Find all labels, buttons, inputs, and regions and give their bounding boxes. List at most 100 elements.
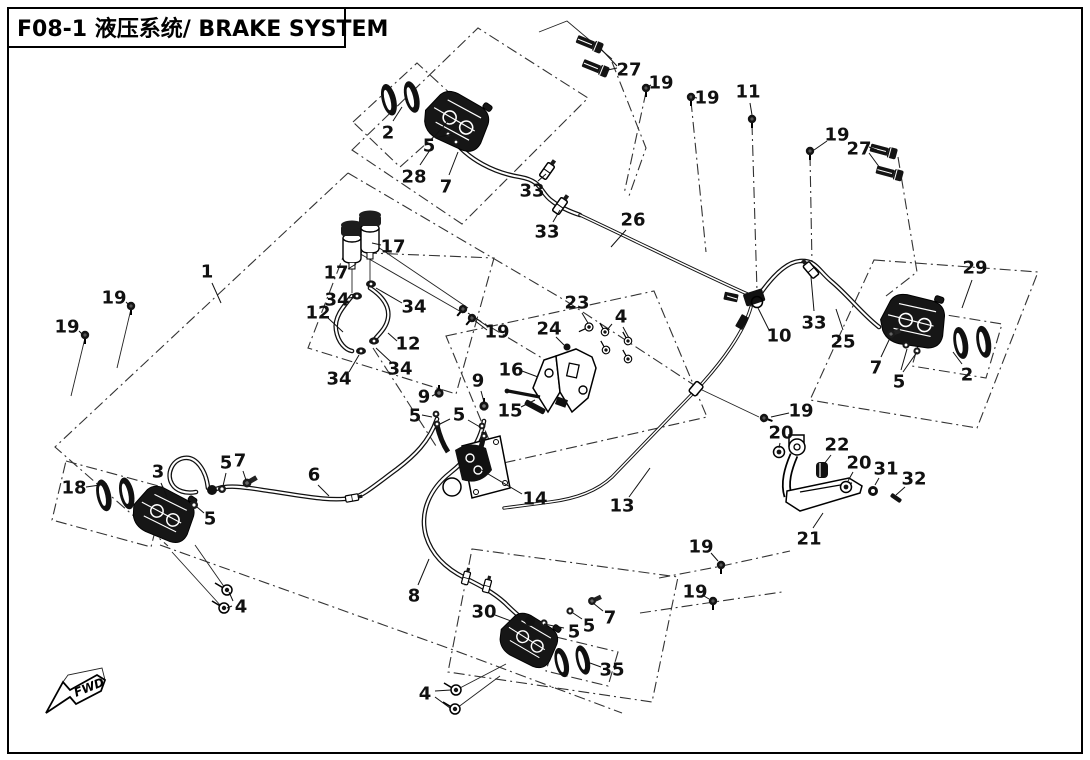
- callout-leader-12: [327, 317, 344, 333]
- t-fitting-10: [723, 288, 766, 330]
- callout-leader-7: [880, 337, 891, 358]
- callout-leader-9: [480, 390, 485, 403]
- part-callout-6: 6: [308, 465, 321, 486]
- part-callout-12: 12: [395, 334, 420, 355]
- callout-leader-33: [810, 276, 815, 312]
- clip-34-c: [356, 347, 366, 355]
- callout-leader-34: [348, 354, 360, 373]
- part-callout-23: 23: [564, 293, 589, 314]
- fwd-direction-marker: FWD: [45, 667, 106, 714]
- part-callout-25: 25: [830, 332, 855, 353]
- callout-leader-4: [226, 605, 233, 609]
- callout-leader-12: [387, 332, 398, 342]
- part-callout-7: 7: [604, 608, 617, 629]
- callout-leader-15: [520, 399, 536, 408]
- part-callout-27: 27: [616, 60, 641, 81]
- callout-leader-7: [448, 151, 459, 176]
- part-callout-5: 5: [423, 136, 436, 157]
- part-callout-9: 9: [472, 371, 485, 392]
- rear-right-caliper-29: [877, 289, 951, 354]
- callout-leader-28: [419, 149, 431, 166]
- pin-15: [524, 399, 546, 415]
- callout-leader-21: [812, 512, 824, 529]
- part-callout-27: 27: [846, 139, 871, 160]
- part-callout-19: 19: [788, 401, 813, 422]
- callout-leader-34: [375, 287, 403, 304]
- clevis-eye: [442, 477, 462, 497]
- pipe-clip-13: [688, 380, 704, 397]
- callout-leader-5: [196, 506, 205, 514]
- part-callout-28: 28: [401, 167, 426, 188]
- callout-leader-32: [895, 486, 906, 496]
- washer-31: [868, 486, 878, 496]
- callout-leader-27: [602, 67, 618, 72]
- title-box: [7, 7, 346, 48]
- part-callout-4: 4: [235, 597, 248, 618]
- callout-leader-4: [606, 323, 613, 331]
- page-title: F08-1 液压系统/ BRAKE SYSTEM: [17, 16, 388, 42]
- part-callout-7: 7: [234, 451, 247, 472]
- callout-leader-29: [961, 279, 973, 309]
- part-callout-33: 33: [801, 313, 826, 334]
- callout-leader-5: [421, 414, 433, 418]
- callout-leader-7: [242, 470, 247, 481]
- hose-clamp-33-a: [538, 157, 559, 181]
- callout-leader-26: [610, 229, 627, 248]
- clip-34-b: [366, 280, 376, 288]
- part-callout-7: 7: [870, 358, 883, 379]
- brake-pedal-21: [772, 434, 902, 512]
- fluid-reservoir-17-right: [358, 209, 382, 260]
- front-left-pads-18: [93, 473, 138, 516]
- callout-leader-19: [646, 84, 652, 88]
- callout-leader-2: [952, 351, 963, 365]
- part-callout-1: 1: [201, 262, 214, 283]
- callout-leader-5: [434, 133, 453, 139]
- part-callout-4: 4: [615, 307, 628, 328]
- part-callout-19: 19: [688, 537, 713, 558]
- banjo-fitting-left: [207, 485, 217, 495]
- part-callout-12: 12: [305, 303, 330, 324]
- callout-leader-4: [228, 591, 234, 602]
- rear-right-pads-2: [950, 321, 994, 363]
- callout-leader-7: [592, 602, 604, 612]
- part-callout-30: 30: [471, 602, 496, 623]
- callout-leader-8: [417, 558, 430, 586]
- part-callout-26: 26: [620, 210, 645, 231]
- callout-leader-11: [749, 102, 753, 116]
- callout-leader-5: [222, 472, 227, 487]
- callout-leader-34: [348, 296, 356, 299]
- brake-lines: [167, 135, 882, 625]
- callout-leader-3: [160, 482, 168, 498]
- part-callout-31: 31: [873, 459, 898, 480]
- part-callout-16: 16: [498, 360, 523, 381]
- part-callout-33: 33: [534, 222, 559, 243]
- part-callout-17: 17: [380, 237, 405, 258]
- callout-leader-19: [770, 412, 790, 418]
- part-callout-19: 19: [54, 317, 79, 338]
- clip-34-a: [352, 292, 362, 300]
- callout-leader-27: [868, 146, 878, 151]
- banjo-fitting-rear: [525, 616, 535, 626]
- callout-leader-5: [543, 623, 565, 629]
- part-callout-7: 7: [440, 177, 453, 198]
- callout-leader-34: [375, 347, 392, 363]
- callout-leader-5: [467, 419, 481, 428]
- part-callout-15: 15: [497, 401, 522, 422]
- callout-leader-17: [371, 242, 382, 246]
- callout-leader-4: [434, 696, 451, 709]
- part-callout-3: 3: [152, 462, 165, 483]
- callout-leader-5: [439, 418, 451, 425]
- part-callout-19: 19: [682, 582, 707, 603]
- part-callout-34: 34: [401, 297, 426, 318]
- callout-leader-10: [757, 307, 770, 331]
- callout-leader-35: [589, 662, 602, 668]
- part-callout-5: 5: [220, 453, 233, 474]
- callout-leader-24: [555, 336, 565, 346]
- callout-leader-20: [847, 471, 854, 482]
- pedal-bushing-20-right: [839, 480, 853, 494]
- part-callout-19: 19: [484, 322, 509, 343]
- callout-leader-19: [691, 96, 698, 99]
- pedal-bushing-20-left: [772, 445, 786, 459]
